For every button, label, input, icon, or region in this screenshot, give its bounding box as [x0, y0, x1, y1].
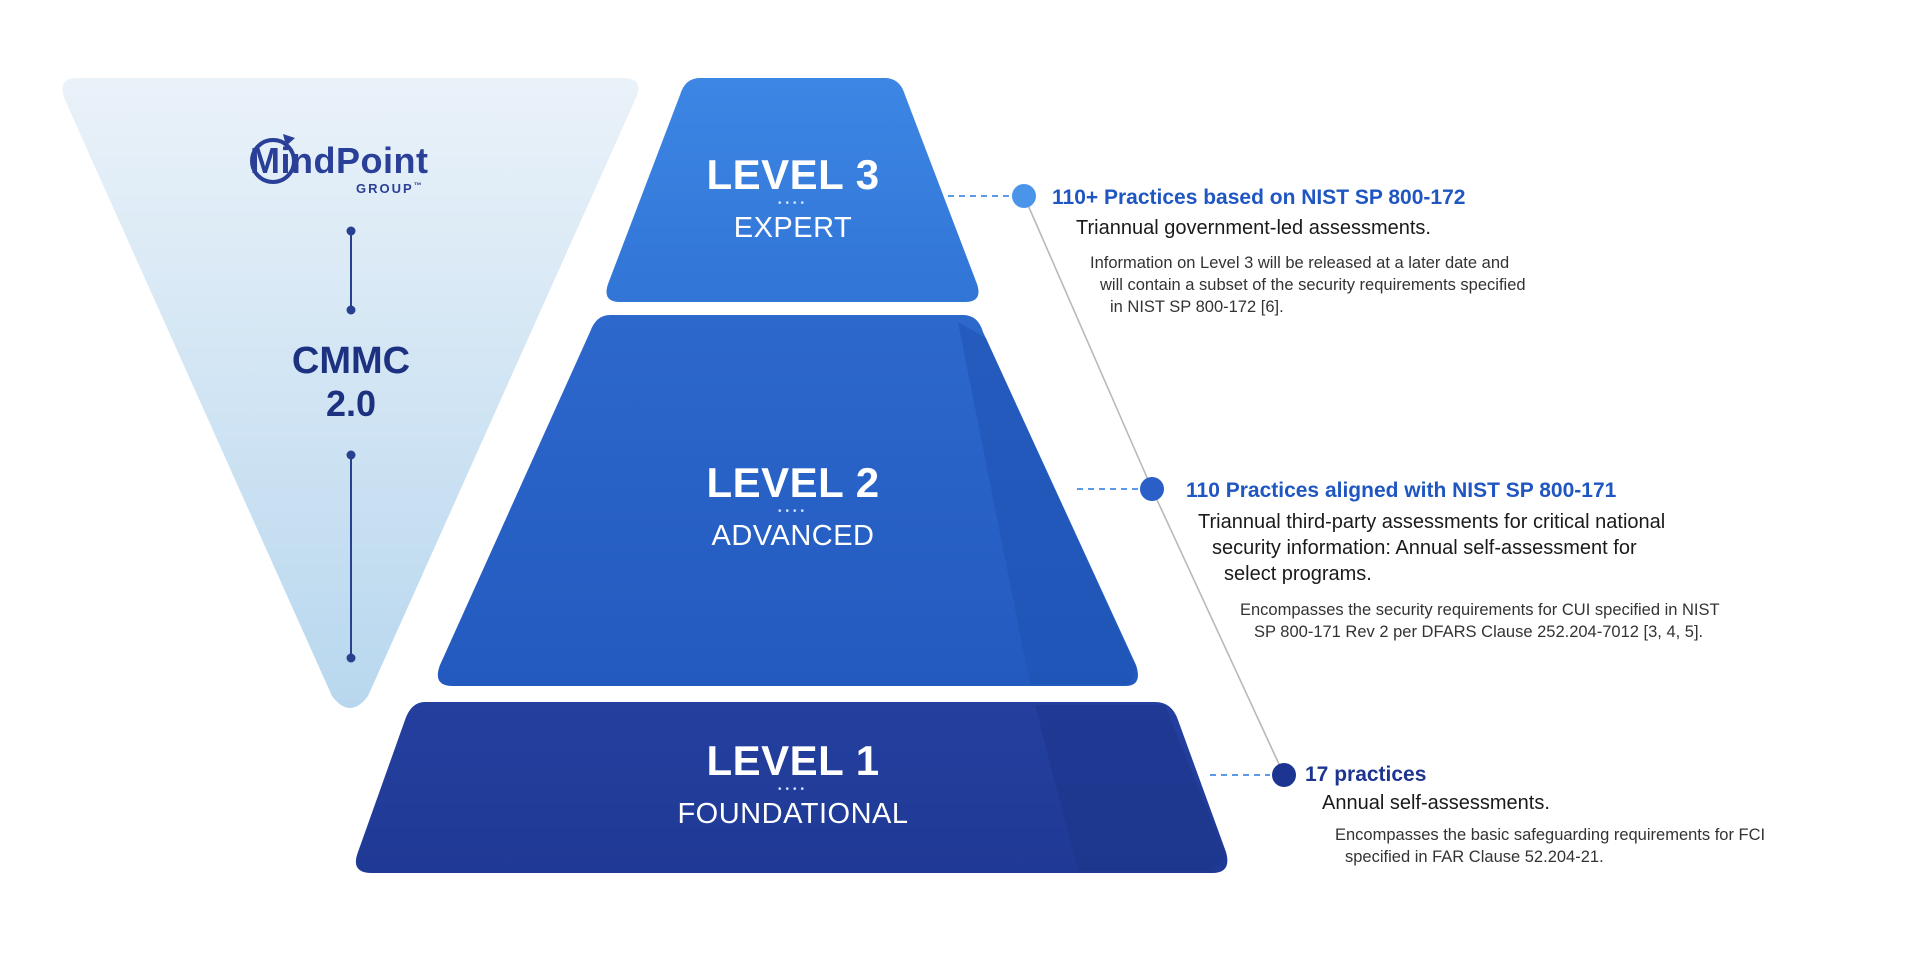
- level1-assessment-line: Annual self-assessments.: [1322, 792, 1550, 814]
- connector-diagonal: [1151, 488, 1285, 776]
- level1-trapezoid: [355, 702, 1228, 873]
- level2-details-line: Encompasses the security requirements fo…: [1240, 601, 1720, 619]
- logo-arrow-icon: [283, 134, 295, 146]
- brand-group: GROUP™: [356, 181, 422, 196]
- level1-marker-dot: [1272, 763, 1296, 787]
- level1-details-line: specified in FAR Clause 52.204-21.: [1345, 848, 1604, 866]
- level2-shade: [958, 322, 1136, 684]
- level2-assessment-line: select programs.: [1224, 563, 1372, 585]
- level3-assessment-line: Triannual government-led assessments.: [1076, 217, 1431, 239]
- level3-details-line: Information on Level 3 will be released …: [1090, 254, 1510, 272]
- level1-assessment: Annual self-assessments.: [1322, 790, 1550, 816]
- level3-divider-dots: ••••: [777, 198, 808, 209]
- spine-dot: [346, 653, 356, 663]
- brand-group-text: GROUP: [356, 181, 414, 196]
- level1-details: Encompasses the basic safeguarding requi…: [1335, 824, 1765, 868]
- level2-marker-dot: [1140, 477, 1164, 501]
- level1-title: LEVEL 1: [706, 737, 880, 784]
- level3-title: LEVEL 3: [706, 151, 880, 198]
- level3-details: Information on Level 3 will be released …: [1090, 252, 1526, 318]
- level2-heading: 110 Practices aligned with NIST SP 800-1…: [1186, 479, 1617, 502]
- level3-trapezoid: [606, 78, 979, 302]
- spine-dot: [346, 450, 356, 460]
- level2-trapezoid: [437, 315, 1138, 686]
- level2-divider-dots: ••••: [777, 506, 808, 517]
- level2-assessment: Triannual third-party assessments for cr…: [1198, 509, 1665, 587]
- level3-details-line: will contain a subset of the security re…: [1100, 276, 1526, 294]
- level2-details-line: SP 800-171 Rev 2 per DFARS Clause 252.20…: [1254, 623, 1704, 641]
- level3-heading: 110+ Practices based on NIST SP 800-172: [1052, 186, 1466, 209]
- inverted-triangle: [62, 78, 639, 708]
- level2-title: LEVEL 2: [706, 459, 880, 506]
- level1-shade: [1035, 705, 1225, 871]
- level2-subtitle: ADVANCED: [711, 520, 875, 552]
- level1-divider-dots: ••••: [777, 784, 808, 795]
- level2-assessment-line: Triannual third-party assessments for cr…: [1198, 511, 1666, 533]
- level1-subtitle: FOUNDATIONAL: [677, 798, 909, 830]
- level3-details-line: in NIST SP 800-172 [6].: [1110, 298, 1284, 316]
- level1-heading: 17 practices: [1305, 763, 1427, 786]
- level2-assessment-line: security information: Annual self-assess…: [1212, 537, 1637, 559]
- spine-dot: [346, 305, 356, 315]
- connector-diagonal: [1023, 195, 1153, 490]
- level2-details: Encompasses the security requirements fo…: [1240, 599, 1720, 643]
- level3-marker-dot: [1012, 184, 1036, 208]
- logo-ring-icon: [250, 138, 296, 184]
- brand-name: MindPoint: [250, 140, 429, 181]
- framework-version: 2.0: [325, 383, 377, 424]
- level1-details-line: Encompasses the basic safeguarding requi…: [1335, 826, 1766, 844]
- spine-dot: [346, 226, 356, 236]
- level3-assessment: Triannual government-led assessments.: [1076, 215, 1431, 241]
- level3-subtitle: EXPERT: [733, 212, 853, 244]
- framework-title: CMMC: [291, 340, 411, 382]
- brand-trademark: ™: [413, 181, 422, 190]
